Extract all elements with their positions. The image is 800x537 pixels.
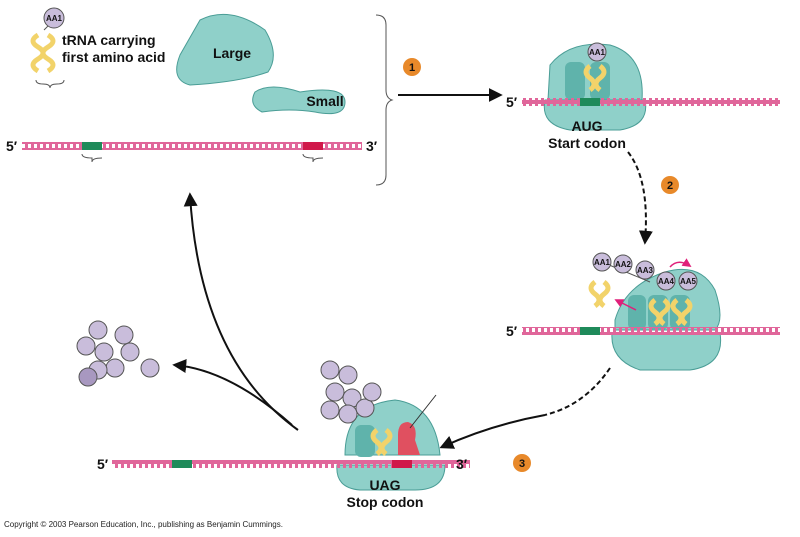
step1-badge <box>403 58 421 76</box>
small-label: Small <box>306 93 343 109</box>
five-prime-top: 5′ <box>6 138 18 154</box>
anticodon-bracket <box>35 79 65 89</box>
mrna-term <box>112 460 470 468</box>
peptide-transfer-arrow <box>669 258 692 268</box>
five-prime-elong: 5′ <box>506 323 518 339</box>
aa3-elong: AA3 <box>637 266 654 275</box>
trna-exit-arrow <box>614 299 637 311</box>
five-prime-init: 5′ <box>506 94 518 110</box>
released-polypeptide <box>76 320 160 387</box>
copyright: Copyright © 2003 Pearson Education, Inc.… <box>4 520 283 529</box>
stop-codon-label: Stop codon <box>347 494 424 510</box>
large-subunit <box>176 13 274 86</box>
start-codon-elong <box>580 327 600 335</box>
aa5-elong: AA5 <box>680 277 697 286</box>
start-codon-init <box>580 98 600 106</box>
initiation-complex: AA1 <box>543 42 647 131</box>
released-trna <box>588 280 611 308</box>
release-polypeptide-arrow <box>172 359 293 426</box>
three-prime-top: 3′ <box>366 138 378 154</box>
aa1-elong: AA1 <box>594 258 611 267</box>
step1-label: 1 <box>409 62 415 74</box>
aa2-elong: AA2 <box>615 260 632 269</box>
mrna-init <box>522 98 780 106</box>
release-factor <box>398 422 420 455</box>
amino-acid-aa1 <box>43 7 65 29</box>
trna-label-line1: tRNA carrying <box>62 32 156 48</box>
start-codon <box>82 142 102 150</box>
termination-complex <box>320 360 446 491</box>
trna-label-line2: first amino acid <box>62 49 165 65</box>
mrna-elong <box>522 327 780 335</box>
aa4-elong: AA4 <box>658 277 675 286</box>
step2-badge <box>661 176 679 194</box>
three-prime-term: 3′ <box>456 456 468 472</box>
start-codon-label: Start codon <box>548 135 626 151</box>
aa1-label-init: AA1 <box>589 48 606 57</box>
aa1-label: AA1 <box>46 14 63 23</box>
components-bracket <box>375 14 394 186</box>
stop-codon-term <box>392 460 412 468</box>
step3-label: 3 <box>519 458 525 470</box>
uag-label: UAG <box>369 477 400 493</box>
recycle-arrow <box>183 192 299 431</box>
small-subunit <box>252 86 346 115</box>
aug-label: AUG <box>571 118 602 134</box>
mrna-top <box>22 142 362 163</box>
step2-label: 2 <box>667 180 673 192</box>
five-prime-term: 5′ <box>97 456 109 472</box>
trna-with-aa1: AA1 <box>30 7 65 89</box>
arrow-step3 <box>439 414 546 449</box>
start-codon-term <box>172 460 192 468</box>
stop-codon <box>303 142 323 150</box>
arrow-step3-dashed <box>544 367 611 416</box>
step3-badge <box>513 454 531 472</box>
elongation-complex: AA1 AA2 AA3 AA4 AA5 <box>588 252 722 371</box>
polypeptide-attached <box>320 360 382 424</box>
arrow-step2 <box>627 151 653 245</box>
large-label: Large <box>213 45 251 61</box>
